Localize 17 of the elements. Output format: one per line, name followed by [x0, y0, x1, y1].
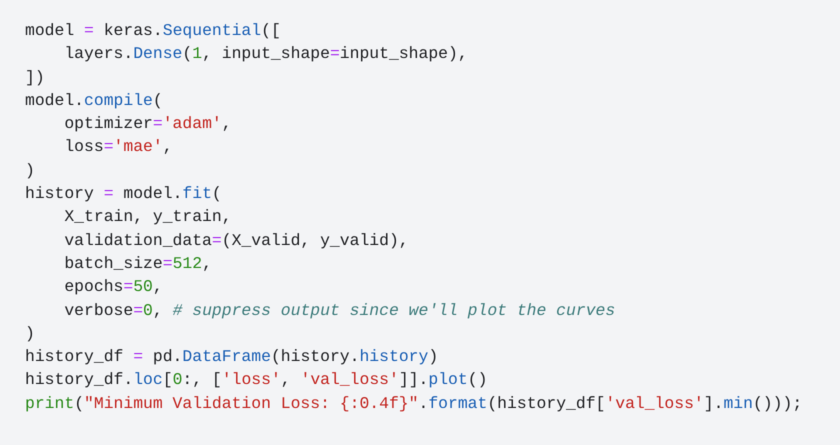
code-line: history_df = pd.DataFrame(history.history) — [25, 346, 438, 368]
code-line: loss='mae', — [63, 136, 173, 158]
code-line: ]) — [25, 66, 45, 89]
code-line: epochs=50, — [63, 276, 163, 298]
code-line: history_df.loc[0:, ['loss', 'val_loss']].plot() — [25, 369, 488, 392]
code-line: print("Minimum Validation Loss: {:0.4f}".format(history_df['val_loss'].min())); — [25, 392, 802, 415]
code-line: X_train, y_train, — [63, 206, 232, 228]
code-line: validation_data=(X_valid, y_valid), — [63, 230, 409, 252]
code-line: ) — [25, 322, 35, 345]
code-line: verbose=0, # suppress output since we'll plot the curves — [63, 300, 616, 322]
code-line: batch_size=512, — [63, 252, 212, 275]
code-line: layers.Dense(1, input_shape=input_shape), — [63, 43, 468, 66]
code-line: model = keras.Sequential([ — [25, 20, 281, 42]
code-line: ) — [25, 160, 35, 182]
code-line: optimizer='adam', — [63, 113, 232, 136]
code-line: history = model.fit( — [25, 183, 222, 206]
code-line: model.compile( — [25, 90, 163, 112]
